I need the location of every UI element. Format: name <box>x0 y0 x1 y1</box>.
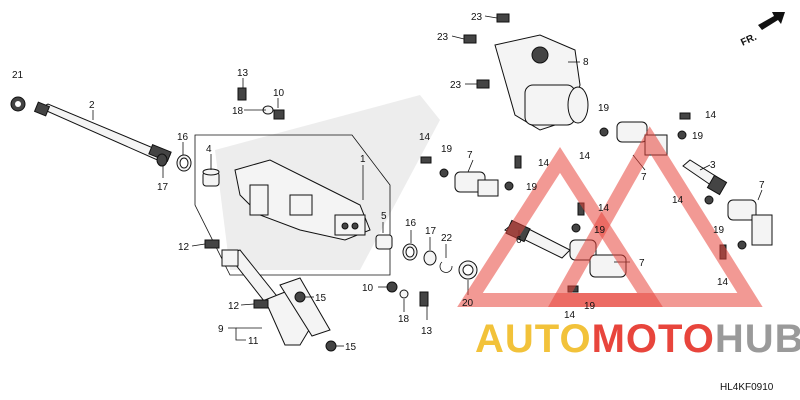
part-4-bushing <box>202 168 220 187</box>
part-7-joint-right <box>727 199 773 246</box>
label-14-b: 14 <box>538 158 550 169</box>
label-7-right: 7 <box>759 180 765 191</box>
part-23-bolt-a <box>496 13 510 23</box>
part-23-bolt-c <box>476 79 490 89</box>
part-14-bolt-marker-a <box>420 156 432 164</box>
label-19-d: 19 <box>598 103 610 114</box>
part-18-washer-bottom <box>399 289 409 299</box>
part-19-nut-marker-a <box>439 168 449 178</box>
watermark-text-auto: AUTO <box>475 317 592 361</box>
part-19-nut-marker-f <box>704 195 714 205</box>
part-17-ring-left <box>156 153 168 167</box>
label-22: 22 <box>441 233 453 244</box>
part-17-ring-right <box>423 250 437 266</box>
part-5-bushing <box>375 234 393 250</box>
label-7-upper: 7 <box>641 172 647 183</box>
hatch-background <box>215 95 440 270</box>
label-20: 20 <box>462 298 474 309</box>
label-17-left: 17 <box>157 182 169 193</box>
label-15-upper: 15 <box>315 293 327 304</box>
part-13-bolt-bottom <box>419 291 429 307</box>
label-18-bottom: 18 <box>398 314 410 325</box>
part-19-nut-marker-b <box>504 181 514 191</box>
label-14-e: 14 <box>705 110 717 121</box>
part-10-nut-top <box>273 109 285 120</box>
label-9: 9 <box>218 324 224 335</box>
part-16-ring-right <box>402 243 418 261</box>
part-19-nut-marker-d <box>599 127 609 137</box>
direction-label: FR. <box>739 32 758 49</box>
label-6: 6 <box>516 235 522 246</box>
svg-text:AUTOMOTOHUB: AUTOMOTOHUB <box>475 317 800 361</box>
label-14-f: 14 <box>672 195 684 206</box>
label-23-a: 23 <box>471 12 483 23</box>
label-19-b: 19 <box>526 182 538 193</box>
part-2-shaft <box>33 101 172 163</box>
label-15-lower: 15 <box>345 342 357 353</box>
front-direction-indicator: FR. <box>739 12 785 49</box>
label-14-d: 14 <box>579 151 591 162</box>
label-21: 21 <box>12 70 24 81</box>
assembly-frame <box>194 134 391 276</box>
part-15-nut-lower <box>325 340 337 352</box>
part-12-bolt-upper <box>204 239 220 249</box>
part-19-nut-marker-c <box>571 223 581 233</box>
part-15-nut-upper <box>294 291 306 303</box>
label-23-b: 23 <box>437 32 449 43</box>
callout-labels: 21 2 16 17 4 1 13 10 18 5 16 17 22 20 10… <box>12 12 765 353</box>
label-13-bottom: 13 <box>421 326 433 337</box>
part-13-bolt-top <box>237 87 247 101</box>
label-14-c: 14 <box>598 203 610 214</box>
part-16-ring-left <box>176 154 192 172</box>
label-14-g: 14 <box>717 277 729 288</box>
part-20-seal <box>458 260 478 280</box>
label-7-left: 7 <box>467 150 473 161</box>
part-23-bolt-b <box>463 34 477 44</box>
label-4: 4 <box>206 144 212 155</box>
part-21-washer <box>10 96 26 112</box>
label-11: 11 <box>248 336 259 347</box>
label-18-top: 18 <box>232 106 244 117</box>
label-12-upper: 12 <box>178 242 190 253</box>
label-23-c: 23 <box>450 80 462 91</box>
label-2: 2 <box>89 100 95 111</box>
part-3-spring-shaft <box>682 159 728 196</box>
part-7-joint-left <box>454 171 499 197</box>
label-16-left: 16 <box>177 132 189 143</box>
part-19-nut-marker-g <box>737 240 747 250</box>
part-12-bolt-lower <box>253 299 269 309</box>
label-10-bottom: 10 <box>362 283 374 294</box>
label-19-g: 19 <box>584 301 596 312</box>
label-12-lower: 12 <box>228 301 240 312</box>
label-19-e: 19 <box>692 131 704 142</box>
label-19-f: 19 <box>713 225 725 236</box>
part-19-nut-marker-e <box>677 130 687 140</box>
diagram-code: HL4KF0910 <box>720 382 774 393</box>
part-14-bolt-marker-d <box>679 112 691 120</box>
label-3: 3 <box>710 160 716 171</box>
label-5: 5 <box>381 211 387 222</box>
automotohub-watermark: AUTOMOTOHUB <box>457 126 800 361</box>
part-22-circlip <box>439 261 453 273</box>
label-1: 1 <box>360 154 366 165</box>
label-14-a: 14 <box>419 132 431 143</box>
part-8-motor-unit <box>494 34 589 131</box>
part-10-nut-bottom <box>386 281 398 293</box>
label-13-top: 13 <box>237 68 249 79</box>
label-17-right: 17 <box>425 226 437 237</box>
part-9-damper-assembly <box>221 249 331 346</box>
label-14-h: 14 <box>564 310 576 321</box>
label-10-top: 10 <box>273 88 285 99</box>
label-19-c: 19 <box>594 225 606 236</box>
label-7-lower: 7 <box>639 258 645 269</box>
watermark-text-hub: HUB <box>715 317 800 361</box>
label-16-right: 16 <box>405 218 417 229</box>
part-14-bolt-marker-b <box>514 155 522 169</box>
part-1-housing <box>234 159 371 241</box>
label-19-a: 19 <box>441 144 453 155</box>
label-8: 8 <box>583 57 589 68</box>
watermark-text-moto: MOTO <box>592 317 715 361</box>
